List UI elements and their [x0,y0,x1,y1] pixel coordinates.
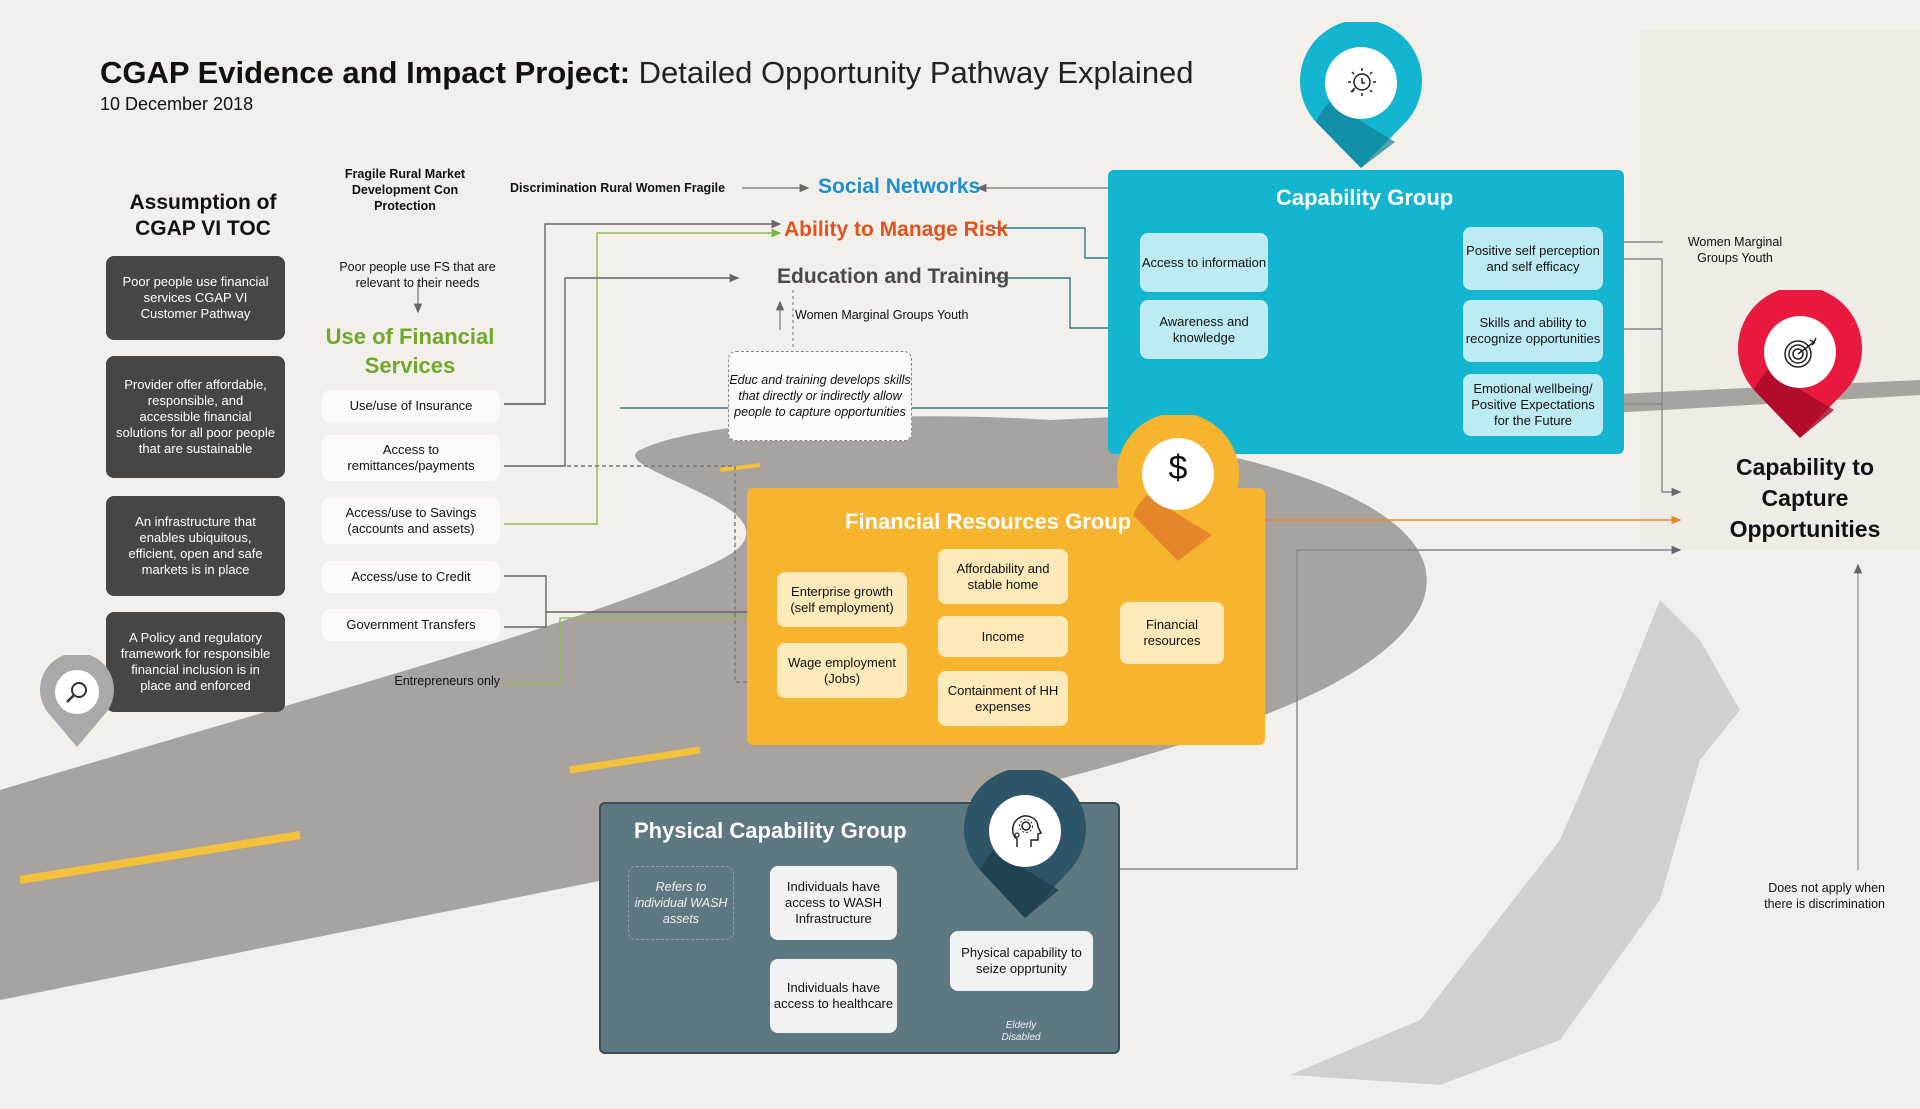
phys-input-wash: Individuals have access to WASH Infrastr… [770,866,897,940]
cap-output-self-perception: Positive self perception and self effica… [1463,227,1603,290]
fs-item-credit: Access/use to Credit [322,561,500,593]
road-marking [19,831,301,884]
fs-item-insurance: Use/use of Insurance [322,390,500,422]
fin-input-enterprise: Enterprise growth (self employment) [777,572,907,627]
magnifier-pin [40,652,115,750]
precondition-label: Poor people use FS that are relevant to … [339,260,496,290]
fs-item-savings: Access/use to Savings (accounts and asse… [322,498,500,544]
physical-modifier: Elderly Disabled [1001,1020,1041,1043]
social-networks-label: Social Networks [818,175,981,198]
title-subtitle: Detailed Opportunity Pathway Explained [638,55,1194,90]
fs-item-remittances: Access to remittances/payments [322,435,500,481]
physical-pin [964,767,1086,920]
dollar-icon: $ [1168,449,1188,487]
head-gear-icon [1012,815,1043,847]
assumptions-heading: Assumption of CGAP VI TOC [129,191,277,240]
fin-middle-containment: Containment of HH expenses [938,671,1068,726]
education-note: Educ and training develops skills that d… [728,351,912,441]
title-bold: CGAP Evidence and Impact Project: [100,55,631,90]
target-pin [1738,286,1862,440]
physical-group-title: Physical Capability Group [634,818,907,843]
fin-output-resources: Financial resources [1120,602,1224,664]
page-title: CGAP Evidence and Impact Project: Detail… [100,55,1194,91]
capability-pin [1300,19,1422,170]
use-of-fs-heading: Use of Financial Services [325,324,495,378]
phys-input-healthcare: Individuals have access to healthcare [770,959,897,1033]
cap-input-access-info: Access to information [1140,233,1268,292]
crowd-arrow [1290,600,1740,1085]
final-outcome-heading: Capability to Capture Opportunities [1729,454,1881,542]
road-marking [569,746,701,774]
edu-groups-label: Women Marginal Groups Youth [795,308,969,322]
capability-group-panel: Capability Group Access to information A… [1108,170,1624,454]
fs-item-government-transfers: Government Transfers [322,609,500,641]
fin-middle-income: Income [938,616,1068,657]
context-label: Fragile Rural Market Development Con Pro… [344,167,466,213]
target-icon [1784,337,1817,368]
final-outcome-note: Does not apply when there is discriminat… [1764,881,1885,911]
education-and-training-label: Education and Training [777,265,1010,288]
phys-output-capability: Physical capability to seize opprtunity [950,931,1093,991]
entrepreneurs-label: Entrepreneurs only [394,674,500,688]
assumption-box: A Policy and regulatory framework for re… [106,612,285,712]
ability-to-manage-risk-label: Ability to Manage Risk [784,218,1009,241]
cap-side-groups-label: Women Marginal Groups Youth [1687,235,1783,265]
financial-group-title: Financial Resources Group [845,509,1132,534]
fin-middle-affordability: Affordability and stable home [938,549,1068,604]
assumption-box: Poor people use financial services CGAP … [106,256,285,340]
lightbulb-icon [1348,68,1376,96]
cap-input-awareness: Awareness and knowledge [1140,300,1268,359]
physical-note: Refers to individual WASH assets [628,866,734,940]
magnifier-icon [66,682,87,703]
cap-output-skills: Skills and ability to recognize opportun… [1463,300,1603,362]
assumption-box: Provider offer affordable, responsible, … [106,356,285,478]
discrimination-label: Discrimination Rural Women Fragile [510,181,726,195]
assumption-box: An infrastructure that enables ubiquitou… [106,496,285,596]
fin-input-wage: Wage employment (Jobs) [777,643,907,698]
capability-group-title: Capability Group [1276,185,1454,210]
financial-pin: $ [1117,412,1239,563]
page-date: 10 December 2018 [100,94,254,114]
cap-output-emotional: Emotional wellbeing/ Positive Expectatio… [1463,374,1603,436]
